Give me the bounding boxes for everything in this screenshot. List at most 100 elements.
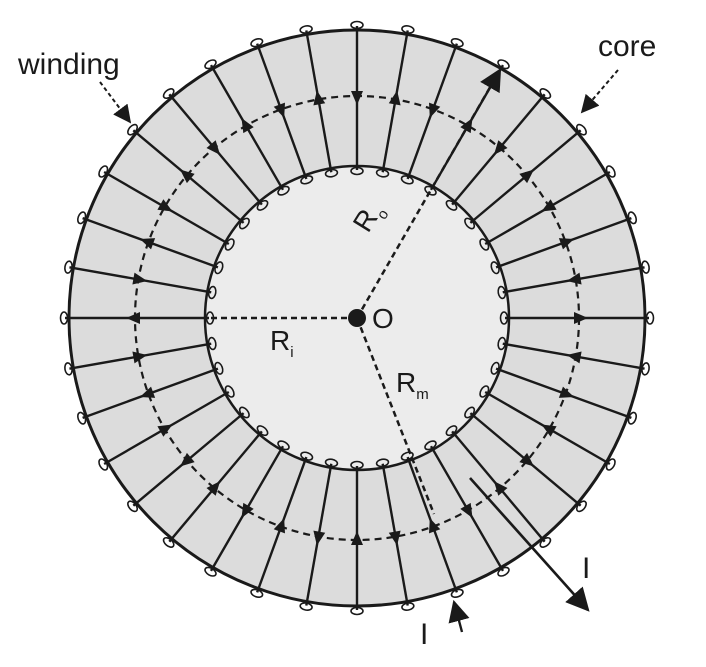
current-label-out: I bbox=[582, 552, 590, 585]
winding-loop-outer bbox=[401, 602, 415, 611]
winding-loop-outer bbox=[605, 165, 616, 178]
winding-loop-inner bbox=[490, 261, 500, 275]
winding-loop-inner bbox=[224, 238, 235, 251]
winding-loop-outer bbox=[605, 458, 616, 471]
current-lead-out bbox=[469, 477, 590, 612]
winding-loop-inner bbox=[214, 261, 224, 275]
winding-current-arrow bbox=[574, 312, 588, 324]
core-label: core bbox=[598, 30, 656, 63]
winding-loop-inner bbox=[238, 217, 250, 230]
winding-loop-inner bbox=[207, 336, 217, 351]
winding-loop-inner bbox=[256, 199, 269, 211]
radius-line-mean bbox=[355, 317, 436, 515]
winding-current-arrow bbox=[566, 351, 582, 364]
winding-loop-outer bbox=[64, 260, 73, 274]
winding-loop-outer bbox=[98, 458, 109, 471]
winding-turns bbox=[59, 20, 655, 616]
winding-current-arrow bbox=[388, 90, 401, 106]
winding-current-arrow bbox=[132, 351, 148, 364]
winding-loop-inner bbox=[424, 440, 437, 451]
winding-current-arrow bbox=[180, 169, 195, 184]
svg-text:Rm: Rm bbox=[396, 367, 429, 403]
radius-mean-symbol: R bbox=[396, 367, 416, 398]
radius-label-inner: Ri bbox=[270, 325, 294, 361]
winding-loop-inner bbox=[445, 425, 458, 437]
winding-loop-outer bbox=[64, 362, 73, 376]
winding-loop-inner bbox=[445, 199, 458, 211]
winding-current-arrow bbox=[519, 452, 534, 467]
winding-loop-inner bbox=[375, 168, 390, 178]
winding-loop-outer bbox=[162, 88, 175, 100]
winding-current-arrow bbox=[566, 272, 582, 285]
winding-loop-outer bbox=[299, 25, 313, 34]
winding-current-arrow bbox=[388, 530, 401, 546]
winding-loop-inner bbox=[464, 217, 476, 230]
winding-loop-outer bbox=[645, 311, 655, 325]
winding-loop-inner bbox=[256, 425, 269, 437]
winding-loop-inner bbox=[499, 311, 509, 325]
winding-current-arrow bbox=[313, 530, 326, 546]
winding-loop-outer bbox=[250, 588, 264, 599]
winding-loop-inner bbox=[214, 361, 224, 375]
winding-loop-inner bbox=[400, 175, 414, 185]
current-label-in: I bbox=[420, 618, 428, 651]
winding-loop-inner bbox=[300, 175, 314, 185]
winding-loop-inner bbox=[324, 458, 339, 468]
winding-current-arrow bbox=[126, 312, 140, 324]
winding-loop-inner bbox=[300, 451, 314, 461]
current-lead-in bbox=[448, 599, 470, 633]
winding-loop-inner bbox=[224, 385, 235, 398]
winding-loop-inner bbox=[479, 238, 490, 251]
winding-loop-outer bbox=[350, 606, 364, 616]
winding-loop-inner bbox=[207, 285, 217, 300]
winding-loop-outer bbox=[450, 37, 464, 48]
winding-current-arrow bbox=[139, 386, 156, 398]
winding-loop-inner bbox=[400, 451, 414, 461]
winding-loop-inner bbox=[324, 168, 339, 178]
winding-current-arrow bbox=[241, 502, 254, 519]
winding-loop-inner bbox=[479, 385, 490, 398]
winding-loop-inner bbox=[497, 336, 507, 351]
svg-text:Ri: Ri bbox=[270, 325, 294, 361]
winding-current-arrow bbox=[241, 117, 254, 134]
winding-loop-outer bbox=[299, 602, 313, 611]
radius-lines bbox=[205, 68, 502, 515]
winding-loop-outer bbox=[627, 411, 638, 425]
winding-current-arrow bbox=[157, 199, 173, 212]
winding-loop-outer bbox=[350, 20, 364, 30]
winding-loop-outer bbox=[162, 536, 175, 548]
winding-current-arrow bbox=[351, 531, 363, 545]
core-pointer bbox=[580, 69, 619, 114]
winding-loop-outer bbox=[127, 123, 139, 136]
winding-current-arrow bbox=[429, 102, 441, 118]
winding-loop-inner bbox=[464, 406, 476, 419]
winding-loop-outer bbox=[204, 566, 217, 577]
winding-current-arrow bbox=[351, 91, 363, 105]
center-label: O bbox=[372, 303, 394, 334]
winding-pointer bbox=[99, 81, 132, 124]
winding-loop-outer bbox=[127, 500, 139, 513]
winding-current-arrow bbox=[541, 424, 557, 437]
radius-inner-subscript: i bbox=[290, 344, 293, 361]
winding-loop-inner bbox=[277, 440, 290, 451]
mean-radius-circle bbox=[133, 94, 581, 542]
radius-inner-symbol: R bbox=[270, 325, 290, 356]
center-point bbox=[348, 309, 366, 327]
winding-current-arrow bbox=[558, 238, 575, 250]
radius-mean-subscript: m bbox=[416, 386, 429, 403]
radius-line-outer bbox=[355, 68, 502, 319]
winding-current-arrow bbox=[132, 272, 148, 285]
winding-loop-outer bbox=[539, 536, 552, 548]
winding-loop-outer bbox=[497, 566, 510, 577]
winding-loop-inner bbox=[490, 361, 500, 375]
winding-loop-outer bbox=[204, 59, 217, 70]
winding-loop-outer bbox=[76, 211, 87, 225]
winding-loop-outer bbox=[401, 25, 415, 34]
winding-current-arrow bbox=[313, 90, 326, 106]
winding-loop-outer bbox=[76, 411, 87, 425]
winding-loop-inner bbox=[350, 166, 364, 176]
winding-current-arrow bbox=[273, 518, 285, 534]
winding-loop-outer bbox=[98, 165, 109, 178]
